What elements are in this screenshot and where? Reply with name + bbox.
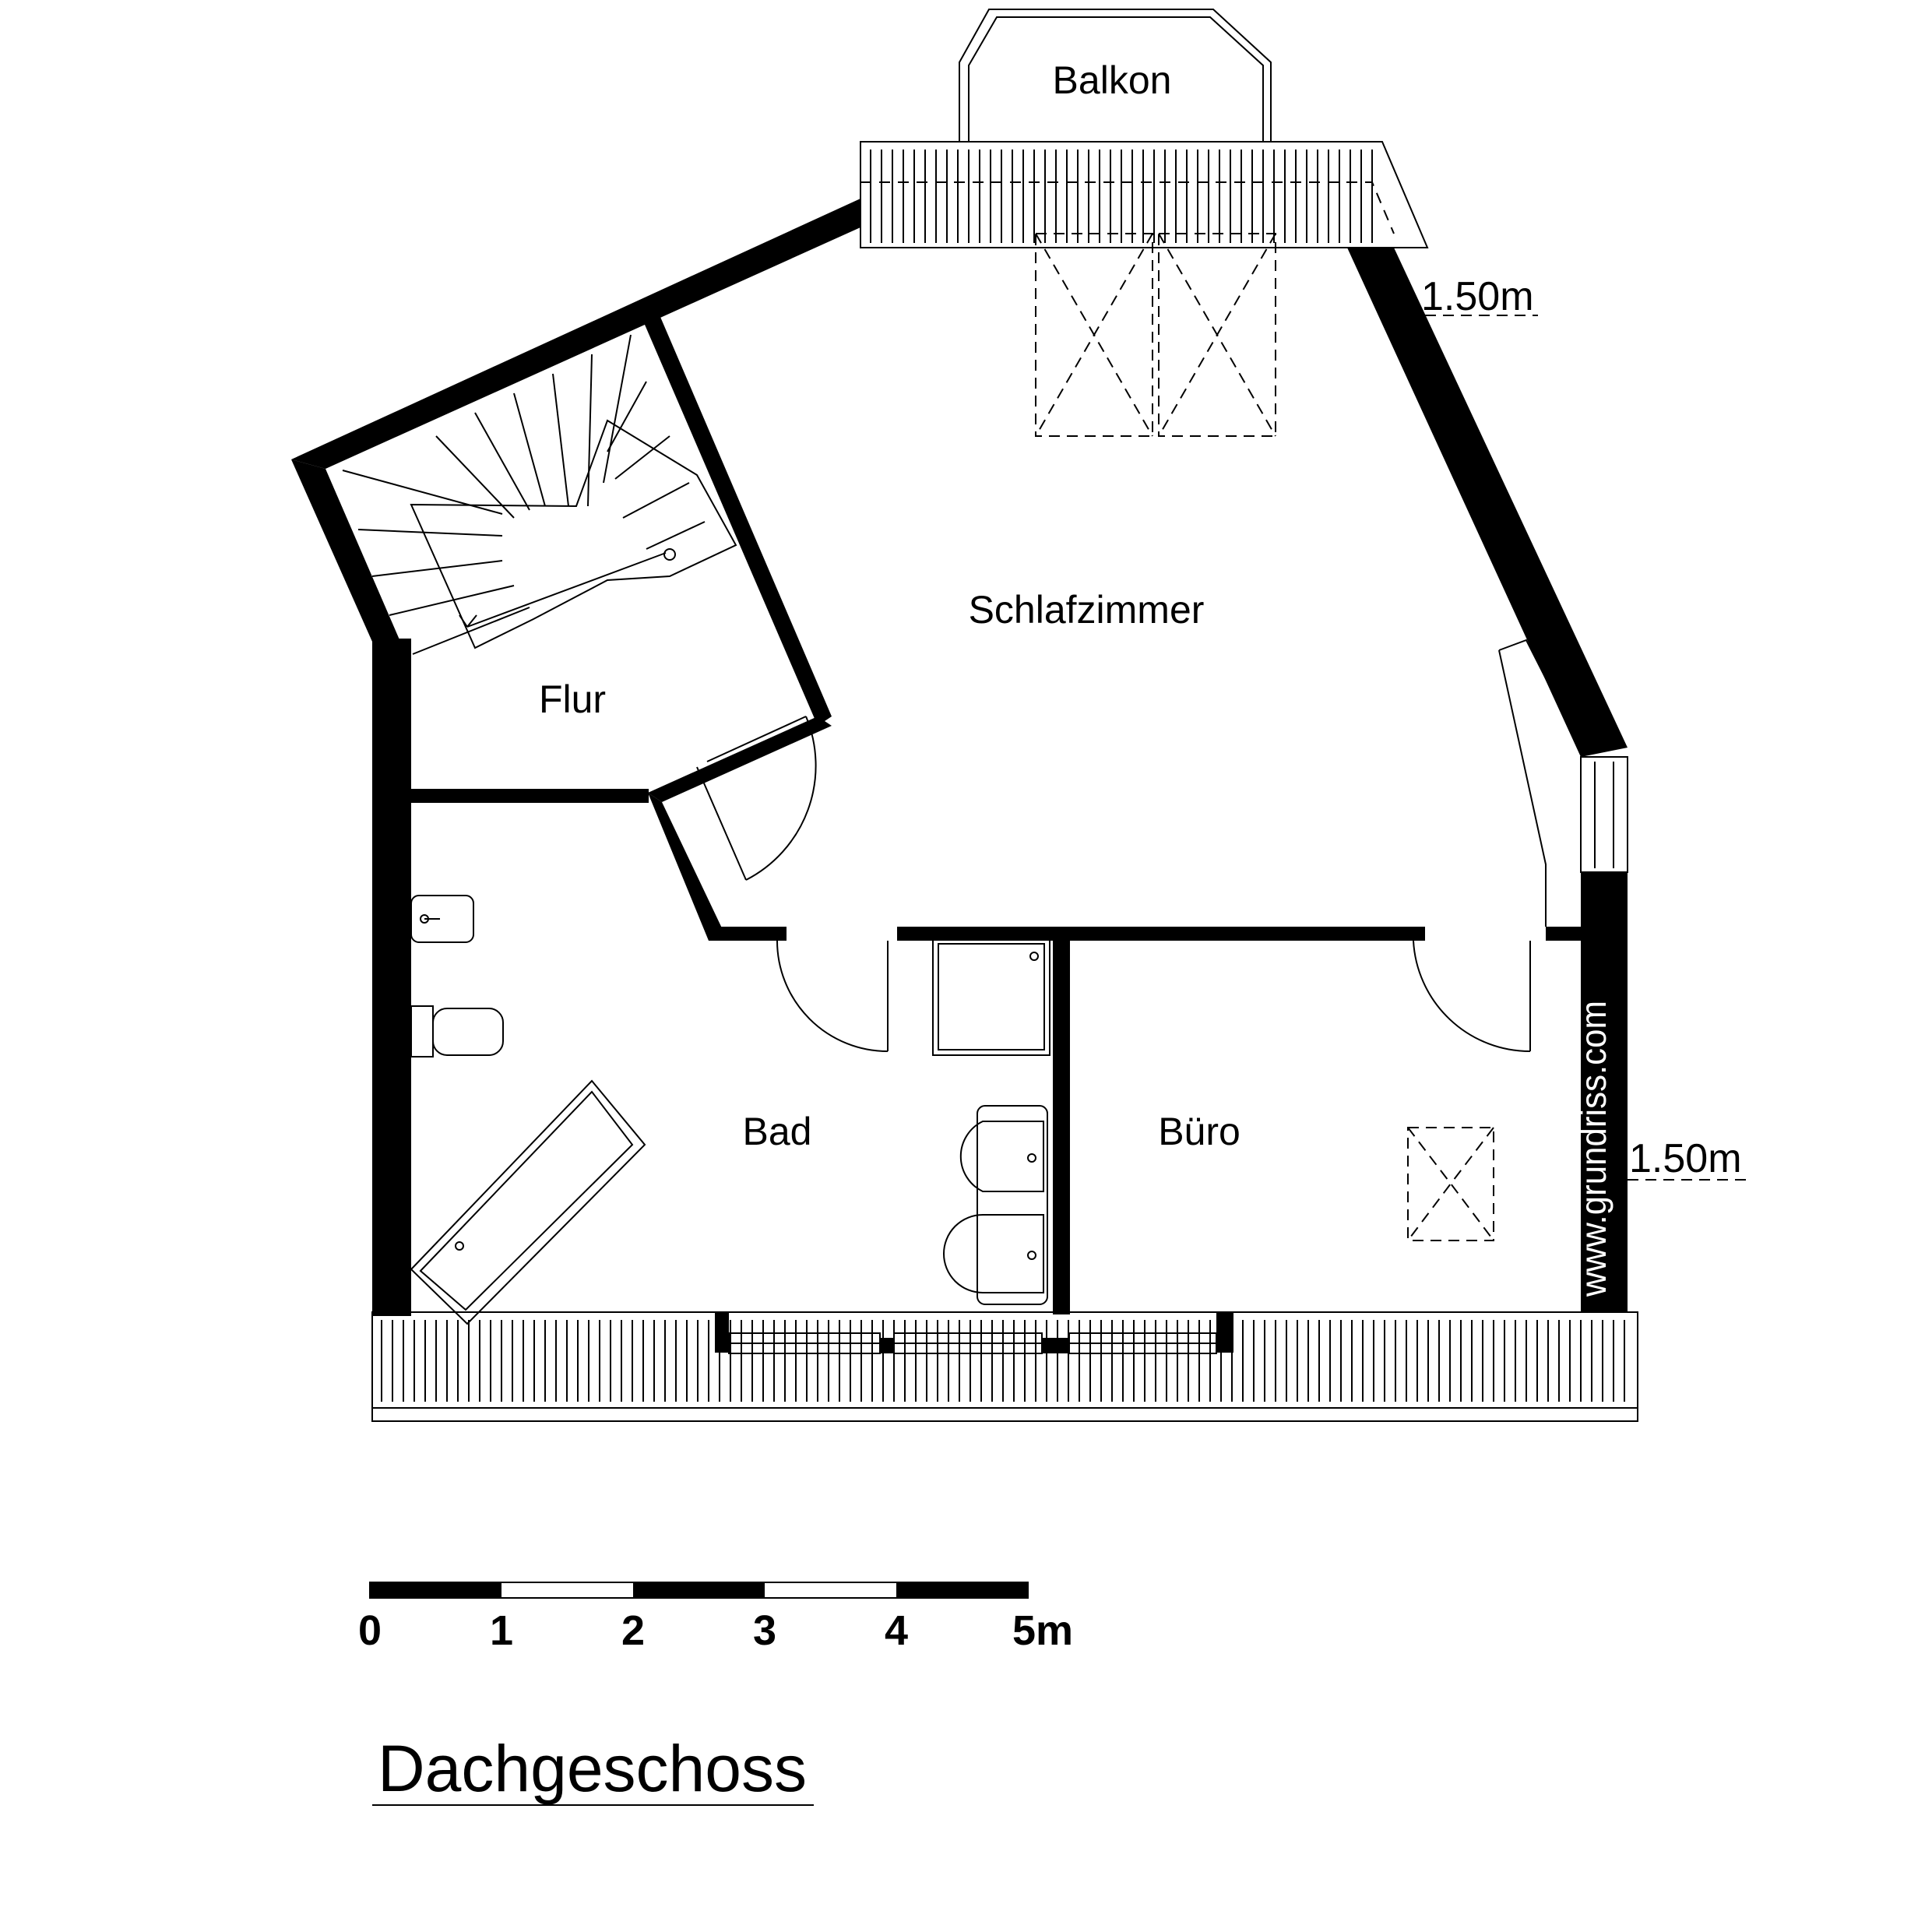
balcony [959, 9, 1272, 142]
dimension-lines [1425, 315, 1748, 1181]
scale-tick-0: 0 [358, 1607, 382, 1654]
scale-bar [369, 1582, 1029, 1599]
bathroom-fixtures [410, 895, 1050, 1325]
room-label-schlafzimmer: Schlafzimmer [969, 588, 1205, 632]
room-label-flur: Flur [539, 677, 606, 721]
watermark: www.grundriss.com [1573, 1001, 1614, 1297]
scale-tick-1: 1 [490, 1607, 513, 1654]
scale-tick-4: 4 [885, 1607, 908, 1654]
scale-tick-5: 5m [1012, 1607, 1073, 1654]
doors [696, 639, 1582, 1053]
walls [291, 199, 1628, 1353]
room-label-buero: Büro [1158, 1110, 1240, 1153]
room-label-bad: Bad [743, 1110, 812, 1153]
dimension-right: 1.50m [1629, 1136, 1742, 1181]
scale-tick-2: 2 [621, 1607, 645, 1654]
plan-title: Dachgeschoss [378, 1732, 807, 1805]
windows [728, 756, 1628, 1354]
room-label-balkon: Balkon [1053, 58, 1172, 102]
staircase [342, 334, 737, 655]
roof-eaves [371, 141, 1638, 1422]
dimension-top-right: 1.50m [1421, 274, 1534, 319]
skylights [1035, 233, 1494, 1241]
scale-tick-3: 3 [753, 1607, 776, 1654]
